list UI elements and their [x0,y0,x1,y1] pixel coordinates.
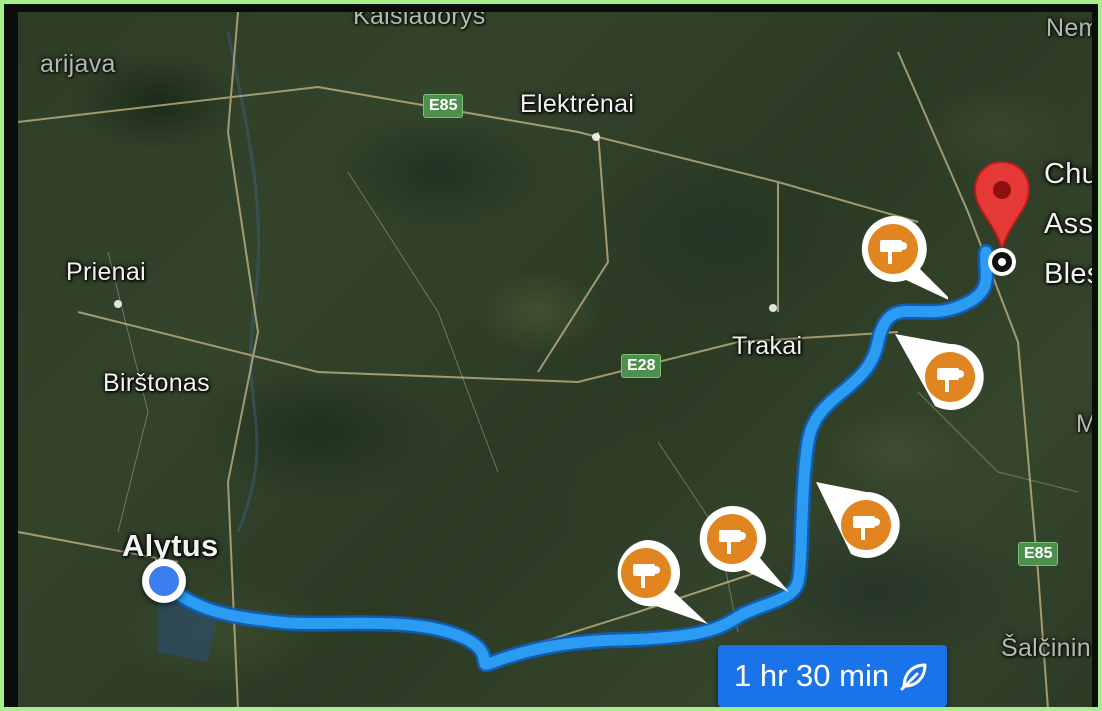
map-overlay [18,12,1079,707]
speed-camera-icon[interactable] [608,536,708,624]
road-shield-e85-north: E85 [423,94,464,118]
eta-text: 1 hr 30 min [734,658,890,693]
leaf-icon [899,661,929,691]
label-marijampole: arijava [40,50,116,78]
label-nemencine: Nem [1046,14,1092,42]
speed-camera-icon[interactable] [895,334,984,414]
speed-camera-icon[interactable] [858,214,953,302]
road-shield-e28: E28 [621,354,662,378]
speed-camera-icon[interactable] [816,482,900,558]
label-alytus: Alytus [122,528,219,563]
destination-label-line2: Ass [1044,208,1092,240]
label-birstonas: Birštonas [103,369,210,397]
route-eta-badge[interactable]: 1 hr 30 min [718,645,948,707]
label-trakai: Trakai [732,332,803,360]
label-elektrenai: Elektrėnai [520,90,635,118]
destination-label-line1: Chu [1044,158,1092,190]
destination-pin-icon[interactable] [973,160,1031,290]
label-kaisiadorys: Kaišiadorys [353,12,486,30]
destination-label-line3: Bles [1044,258,1092,290]
road-shield-e85-south: E85 [1018,542,1059,566]
label-prienai: Prienai [66,258,146,286]
speed-camera-icon[interactable] [694,502,789,592]
label-m: M [1076,410,1092,439]
satellite-map[interactable]: Kaišiadorys arijava Elektrėnai Nem Prien… [18,12,1092,707]
origin-location-marker[interactable] [142,559,186,603]
label-salcininkai: Šalčinin [1001,634,1091,662]
